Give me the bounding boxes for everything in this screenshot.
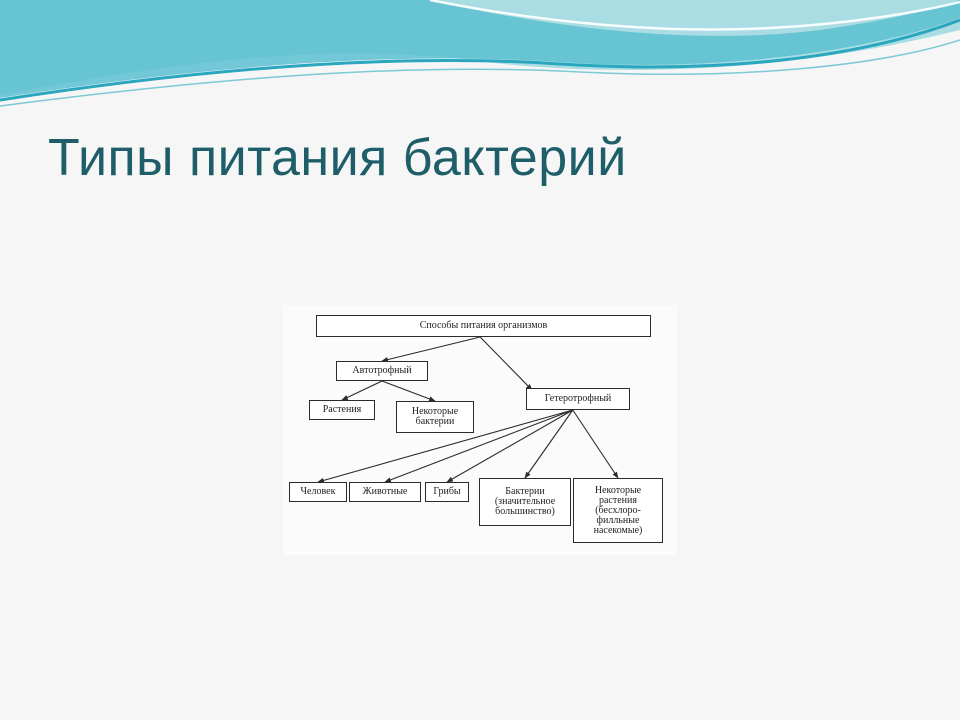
wave-main-band <box>0 0 960 98</box>
wave-white-highlight <box>429 0 960 31</box>
connector-heterotrophic-bacteria_majority <box>524 409 574 479</box>
node-animals: Животные <box>349 482 421 502</box>
connector-heterotrophic-some_plants <box>572 409 619 479</box>
diagram-connectors <box>317 336 619 483</box>
connector-autotrophic-plants <box>341 380 383 401</box>
node-bacteria-majority: Бактерии (значительное большинство) <box>479 478 571 526</box>
nutrition-types-diagram: Способы питания организмов Автотрофный Г… <box>283 305 677 555</box>
node-plants: Растения <box>309 400 375 420</box>
node-root: Способы питания организмов <box>316 315 651 337</box>
node-fungi: Грибы <box>425 482 469 502</box>
connector-root-heterotrophic <box>479 336 533 391</box>
connector-autotrophic-some_bacteria <box>381 380 436 402</box>
node-autotrophic: Автотрофный <box>336 361 428 381</box>
header-wave-decoration <box>0 0 960 107</box>
wave-dark-line <box>0 18 960 102</box>
slide-title: Типы питания бактерий <box>48 129 627 187</box>
connector-heterotrophic-animals <box>384 409 573 483</box>
connector-root-autotrophic <box>381 336 481 363</box>
node-human: Человек <box>289 482 347 502</box>
connector-heterotrophic-human <box>317 409 573 483</box>
wave-thin-line <box>0 39 960 107</box>
connector-heterotrophic-fungi <box>446 409 574 483</box>
node-heterotrophic: Гетеротрофный <box>526 388 630 410</box>
node-some-plants: Некоторые растения (бесхлоро- филльные н… <box>573 478 663 543</box>
node-some-bacteria: Некоторые бактерии <box>396 401 474 433</box>
